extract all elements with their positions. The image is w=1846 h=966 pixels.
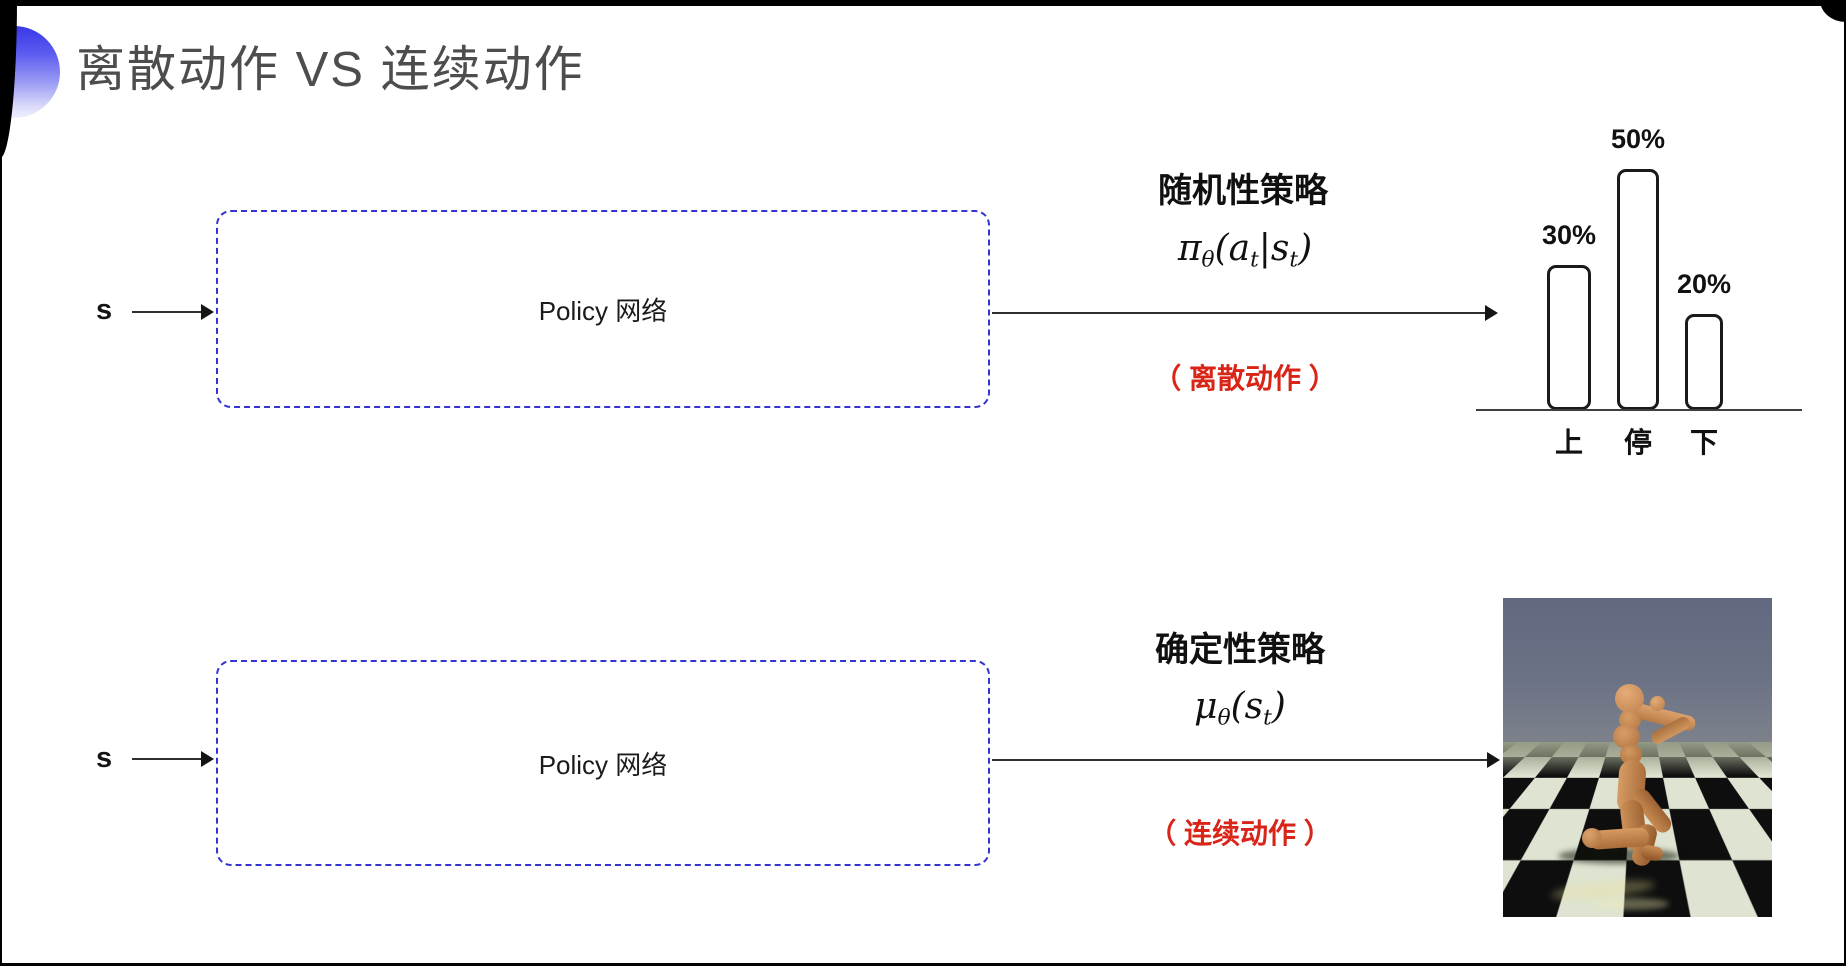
formula-t-sub: t	[1250, 247, 1259, 273]
frame-right-edge	[1844, 0, 1846, 966]
humanoid-head	[1615, 684, 1644, 713]
policy-network-box-bottom: Policy 网络	[216, 660, 990, 866]
bar-value-label: 20%	[1676, 269, 1732, 299]
formula-open2: (s	[1230, 686, 1264, 727]
formula-bar: |s	[1258, 228, 1290, 269]
state-input-label-bottom: s	[96, 742, 113, 774]
deterministic-policy-title: 确定性策略	[1155, 631, 1325, 669]
bar-chart-categories: 上停下	[1547, 421, 1723, 461]
bar-category-label: 上	[1554, 427, 1583, 458]
bar	[1685, 314, 1723, 410]
formula-pi: π	[1177, 228, 1202, 269]
page-title: 离散动作 VS 连续动作	[76, 43, 585, 97]
bar-category-label: 下	[1689, 427, 1718, 458]
bar-value-label: 30%	[1541, 220, 1597, 250]
humanoid-simulation-image	[1503, 598, 1772, 917]
formula-mu: μ	[1194, 686, 1218, 727]
policy-network-label-bottom: Policy 网络	[538, 749, 668, 780]
stochastic-policy-title: 随机性策略	[1158, 172, 1328, 210]
input-arrow-bottom	[132, 751, 214, 767]
output-arrow-top	[992, 305, 1498, 321]
bar-chart-axis	[1476, 409, 1802, 411]
formula-theta-sub2: θ	[1217, 705, 1231, 731]
bar-category-label: 停	[1623, 427, 1652, 458]
bar-column: 20%	[1677, 269, 1731, 410]
bar-value-label: 50%	[1610, 124, 1666, 154]
formula-theta-sub: θ	[1201, 247, 1215, 273]
humanoid-hand	[1650, 696, 1665, 711]
frame-corner-top-right	[1820, 0, 1846, 22]
deterministic-policy-formula: μθ(st)	[1040, 686, 1440, 730]
state-input-label-top: s	[96, 294, 113, 326]
policy-network-label-top: Policy 网络	[538, 295, 668, 326]
humanoid-chest	[1613, 725, 1640, 748]
policy-network-box-top: Policy 网络	[216, 210, 990, 408]
formula-close2: )	[1271, 686, 1286, 727]
continuous-action-note: （ 连续动作 ）	[1148, 818, 1332, 849]
formula-t-sub3: t	[1263, 705, 1272, 731]
stochastic-policy-formula: πθ(at|st)	[1045, 228, 1445, 272]
frame-bottom-edge	[0, 963, 1846, 966]
bar	[1617, 169, 1659, 410]
humanoid-abdomen	[1620, 745, 1642, 764]
discrete-action-note: （ 离散动作 ）	[1153, 363, 1337, 394]
frame-corner-top-left	[0, 0, 17, 158]
bar-column: 30%	[1542, 220, 1596, 410]
frame-left-edge	[0, 0, 2, 966]
formula-close: )	[1298, 228, 1313, 269]
bar	[1547, 265, 1591, 410]
bar-column: 50%	[1611, 124, 1665, 410]
formula-open: (a	[1214, 228, 1251, 269]
frame-top-edge	[0, 0, 1846, 6]
input-arrow-top	[132, 304, 214, 320]
output-arrow-bottom	[992, 752, 1500, 768]
formula-t-sub2: t	[1289, 247, 1299, 273]
humanoid-foot	[1582, 828, 1602, 848]
bar-chart-bars: 30% 50% 20%	[1542, 0, 1731, 410]
floor-reflection-2	[1595, 898, 1669, 910]
